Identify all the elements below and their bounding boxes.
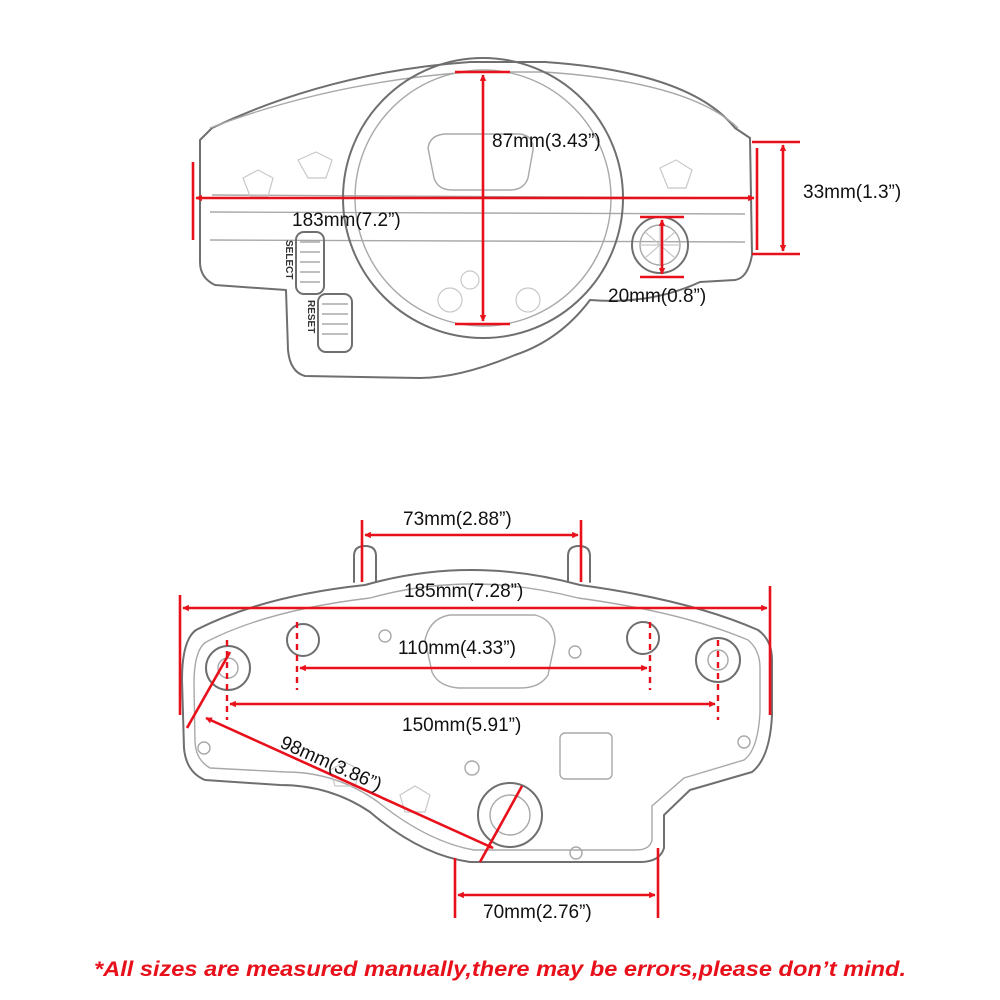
rear-hole-inner-left <box>286 623 320 657</box>
rear-view-dimensions: 73mm(2.88”) 185mm(7.28”) 110mm(4.33”) 15… <box>178 509 772 923</box>
dim-front-button-size: 20mm(0.8”) <box>608 286 706 307</box>
front-screw-left <box>437 287 463 313</box>
rear-lcd-window <box>424 614 556 689</box>
rear-bottom-boss <box>477 782 543 848</box>
select-knob-label: SELECT <box>283 240 294 279</box>
rear-mount-right <box>695 637 741 683</box>
front-inner-band <box>209 194 746 243</box>
rear-tab-left <box>353 545 377 583</box>
select-knob <box>295 231 325 295</box>
dim-rear-outer-holes: 150mm(5.91”) <box>402 715 521 736</box>
front-screw-right <box>515 287 541 313</box>
front-housing-outline <box>199 61 753 379</box>
rear-tab-right <box>567 545 591 583</box>
front-indicator-tabs <box>242 151 693 197</box>
rear-hole-inner-right <box>626 621 660 655</box>
front-lcd-window <box>427 133 534 191</box>
dim-rear-top-tabs: 73mm(2.88”) <box>403 509 512 530</box>
rear-housing-outline <box>181 569 773 863</box>
front-view-dimensions: 183mm(7.2”) 87mm(3.43”) 33mm(1.3”) 20mm(… <box>191 70 901 326</box>
dim-front-side-height: 33mm(1.3”) <box>803 182 901 203</box>
rear-connector <box>559 732 613 780</box>
dim-rear-bottom-width: 70mm(2.76”) <box>483 902 592 923</box>
dim-front-width: 183mm(7.2”) <box>292 210 401 231</box>
reset-knob <box>317 293 353 353</box>
front-screw-mid <box>460 270 480 290</box>
reset-knob-label: RESET <box>305 300 316 333</box>
dim-rear-inner-holes: 110mm(4.33”) <box>398 638 516 659</box>
dim-front-dial-height: 87mm(3.43”) <box>492 131 601 152</box>
dim-rear-overall-width: 185mm(7.28”) <box>404 581 523 602</box>
measurement-disclaimer: *All sizes are measured manually,there m… <box>94 958 906 981</box>
